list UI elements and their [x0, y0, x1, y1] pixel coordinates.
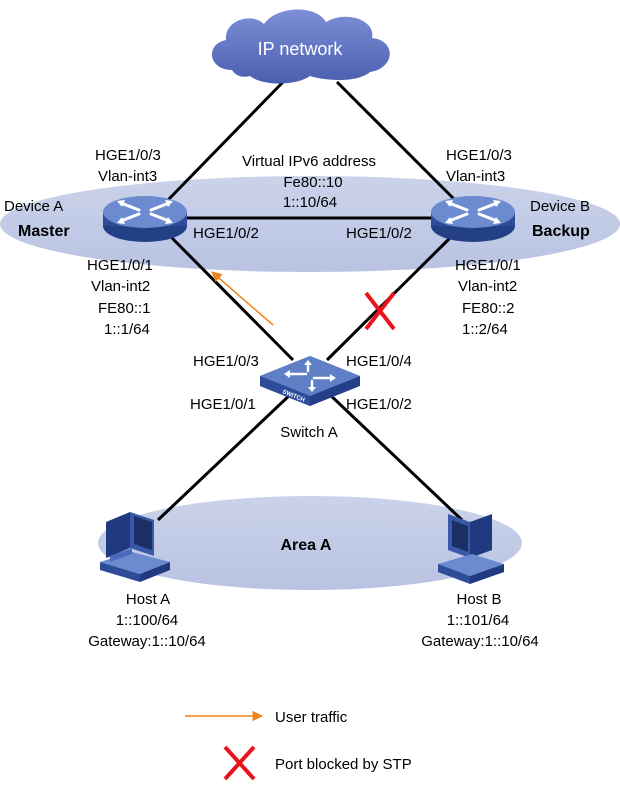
- cloud-label: IP network: [258, 39, 344, 59]
- switch-port-to-host-a: HGE1/0/1: [190, 396, 256, 413]
- device-a-down-vlan: Vlan-int2: [91, 278, 150, 295]
- link-cloud-device-a: [166, 80, 285, 202]
- legend-blocked-label: Port blocked by STP: [275, 756, 412, 773]
- switch-port-to-host-b: HGE1/0/2: [346, 396, 412, 413]
- device-b-up-vlan: Vlan-int3: [446, 168, 505, 185]
- switch-a-name: Switch A: [280, 424, 338, 441]
- host-b-gateway: Gateway:1::10/64: [421, 633, 539, 650]
- switch-port-to-a: HGE1/0/3: [193, 353, 259, 370]
- device-b-down-ip: 1::2/64: [462, 321, 508, 338]
- vrrp-global-addr: 1::10/64: [283, 194, 337, 211]
- link-cloud-device-b: [335, 80, 457, 202]
- host-a-name: Host A: [126, 591, 170, 608]
- device-b-down-vlan: Vlan-int2: [458, 278, 517, 295]
- legend: User traffic Port blocked by STP: [185, 709, 412, 781]
- area-a-ellipse: [98, 496, 522, 590]
- device-a-name: Device A: [4, 198, 63, 215]
- device-a-down-port: HGE1/0/1: [87, 257, 153, 274]
- host-b-ip: 1::101/64: [447, 612, 510, 629]
- legend-traffic-label: User traffic: [275, 709, 348, 726]
- device-a-up-vlan: Vlan-int3: [98, 168, 157, 185]
- device-b-router-icon: [431, 196, 515, 242]
- device-a-down-ip: 1::1/64: [104, 321, 150, 338]
- vrrp-title: Virtual IPv6 address: [242, 153, 376, 170]
- device-a-down-ll: FE80::1: [98, 300, 151, 317]
- user-traffic-arrow: [211, 271, 274, 326]
- area-label: Area A: [281, 537, 332, 554]
- host-a-computer-icon: [100, 512, 170, 582]
- device-a-up-port: HGE1/0/3: [95, 147, 161, 164]
- device-b-down-port: HGE1/0/1: [455, 257, 521, 274]
- device-a-role: Master: [18, 223, 70, 240]
- device-b-role: Backup: [532, 223, 590, 240]
- links: [156, 80, 464, 522]
- legend-blocked-mark: [223, 745, 256, 781]
- stp-blocked-mark: [364, 291, 396, 331]
- device-b-peer-port: HGE1/0/2: [346, 225, 412, 242]
- host-b-computer-icon: [438, 514, 504, 584]
- vrrp-ll-addr: Fe80::10: [283, 174, 342, 191]
- link-device-a-switch: [170, 236, 295, 362]
- device-b-name: Device B: [530, 198, 590, 215]
- cloud-icon: [211, 9, 390, 84]
- switch-a-icon: SWITCH: [260, 356, 360, 406]
- link-switch-host-a: [156, 390, 295, 522]
- host-a-gateway: Gateway:1::10/64: [88, 633, 206, 650]
- device-a-peer-port: HGE1/0/2: [193, 225, 259, 242]
- device-b-up-port: HGE1/0/3: [446, 147, 512, 164]
- host-a-ip: 1::100/64: [116, 612, 179, 629]
- device-b-down-ll: FE80::2: [462, 300, 515, 317]
- host-b-name: Host B: [456, 591, 501, 608]
- link-switch-host-b: [325, 390, 464, 522]
- device-a-router-icon: [103, 196, 187, 242]
- switch-port-to-b: HGE1/0/4: [346, 353, 412, 370]
